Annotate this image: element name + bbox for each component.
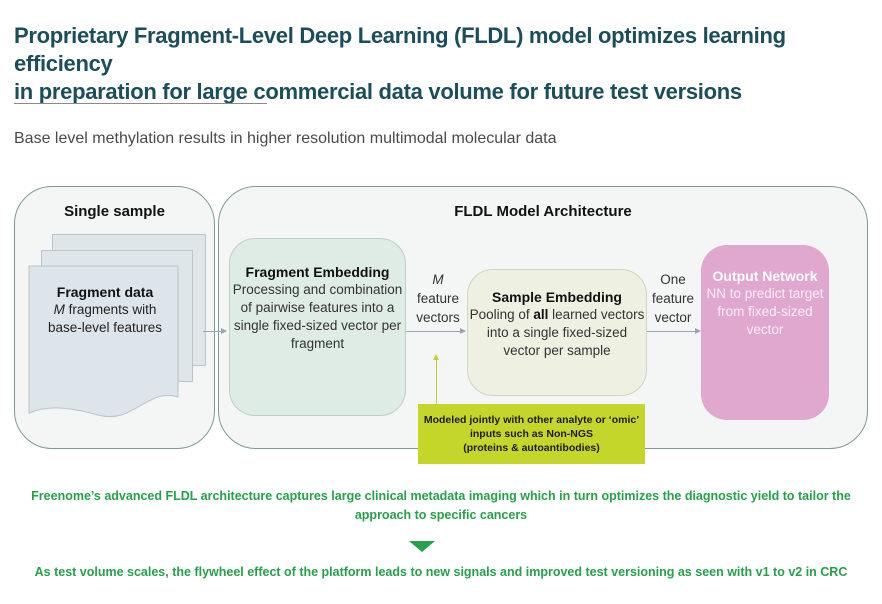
one-feature-vector-label: One feature vector <box>647 270 699 327</box>
m-label-line1: feature <box>416 291 460 306</box>
one-label-line1: One <box>660 272 686 287</box>
arrow-embedding-to-sample <box>406 328 466 334</box>
output-network-title: Output Network <box>712 268 818 284</box>
one-label-line2: feature <box>651 291 695 306</box>
output-network-body: NN to predict target from fixed-sized ve… <box>706 286 824 337</box>
fragment-line-1: fragments with <box>64 302 157 317</box>
callout-arrow-up-icon <box>433 354 439 360</box>
fragment-document-icon <box>28 265 179 418</box>
statement-flywheel: As test volume scales, the flywheel effe… <box>34 565 848 579</box>
sample-embedding-box: Sample Embedding Pooling of all learned … <box>467 269 647 396</box>
m-label-line2: vectors <box>416 310 460 325</box>
callout-connector <box>436 357 437 404</box>
callout-line-3: (proteins & autoantibodies) <box>463 442 600 454</box>
fragment-embedding-body: Processing and combination of pairwise f… <box>232 282 403 351</box>
fragment-data-title: Fragment data <box>56 284 154 300</box>
fragment-m: M <box>53 302 65 317</box>
fragment-line-2: base-level features <box>47 320 163 335</box>
one-label-line3: vector <box>654 310 692 325</box>
multiomic-callout: Modeled jointly with other analyte or ‘o… <box>418 404 645 464</box>
statement-fldl-architecture: Freenome’s advanced FLDL architecture ca… <box>31 489 851 522</box>
sample-embedding-body-pre: Pooling of <box>469 307 534 322</box>
m-label-m: M <box>432 272 444 287</box>
fldl-architecture-title: FLDL Model Architecture <box>454 203 632 220</box>
single-sample-title: Single sample <box>64 203 165 220</box>
sample-embedding-body-post: learned vectors into a single fixed-size… <box>486 307 645 358</box>
title-divider <box>14 103 267 104</box>
fragment-embedding-title: Fragment Embedding <box>245 264 390 280</box>
title-line-1: Proprietary Fragment-Level Deep Learning… <box>14 23 786 76</box>
fragment-data-label: Fragment data M fragments with base-leve… <box>30 283 180 337</box>
sample-embedding-title: Sample Embedding <box>492 289 622 305</box>
m-feature-vectors-label: M feature vectors <box>410 270 466 327</box>
arrow-fragment-to-embedding <box>203 328 227 334</box>
page-title: Proprietary Fragment-Level Deep Learning… <box>14 22 874 106</box>
callout-line-1: Modeled jointly with other analyte or ‘o… <box>423 414 640 426</box>
sample-embedding-body-bold: all <box>533 307 549 322</box>
callout-line-2: inputs such as Non-NGS <box>469 428 594 440</box>
down-triangle-icon <box>409 541 435 552</box>
title-line-2: in preparation for large commercial data… <box>14 79 742 104</box>
fragment-embedding-box: Fragment Embedding Processing and combin… <box>229 238 406 416</box>
output-network-box: Output Network NN to predict target from… <box>701 245 829 420</box>
arrow-sample-to-output <box>647 328 701 334</box>
subtitle: Base level methylation results in higher… <box>14 130 557 147</box>
